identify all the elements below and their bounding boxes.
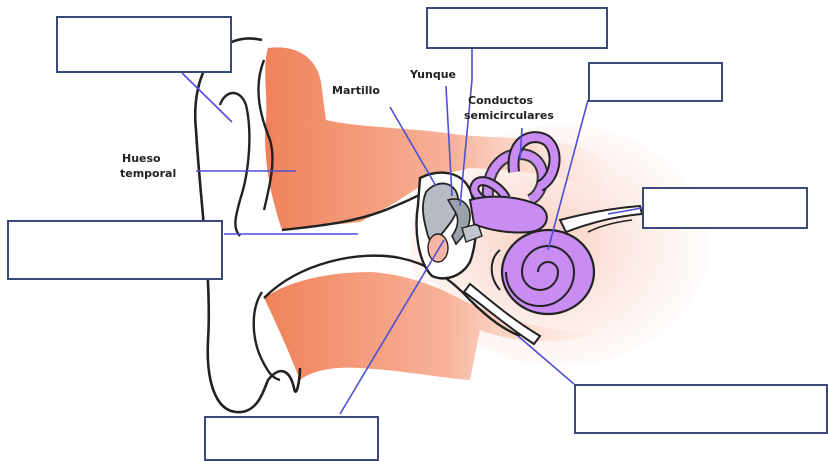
blank-label-box-mid-right[interactable] <box>642 187 808 229</box>
blank-label-box-top-center[interactable] <box>426 7 608 49</box>
label-conductos-line2: semicirculares <box>464 109 554 122</box>
blank-label-box-bottom-center[interactable] <box>204 416 379 461</box>
label-hueso-line1: Hueso <box>122 152 161 165</box>
label-yunque: Yunque <box>409 68 456 81</box>
blank-label-box-bottom-right[interactable] <box>574 384 828 434</box>
label-conductos-line1: Conductos <box>468 94 534 107</box>
eustachian-opening <box>428 234 448 262</box>
label-hueso-line2: temporal <box>120 167 176 180</box>
label-martillo: Martillo <box>332 84 380 97</box>
blank-label-box-top-left[interactable] <box>56 16 232 73</box>
blank-label-box-mid-left[interactable] <box>7 220 223 280</box>
blank-label-box-top-right[interactable] <box>588 62 723 102</box>
